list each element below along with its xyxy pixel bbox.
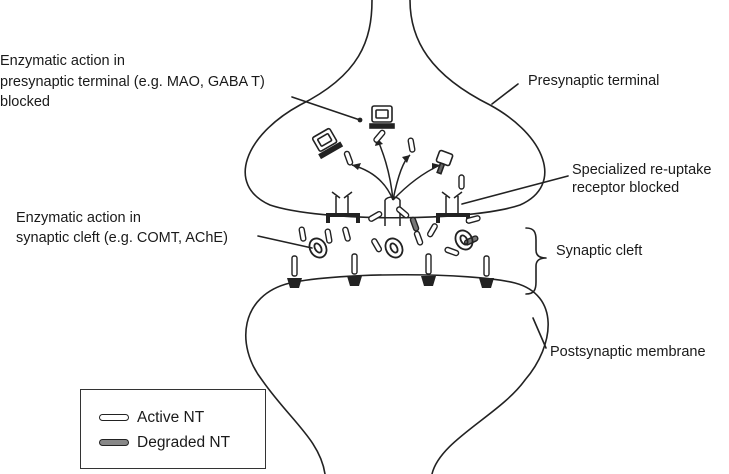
blocker-left: [326, 213, 360, 217]
label-reuptake-1: Specialized re-uptake: [572, 162, 712, 178]
label-presyn-enzyme-1: Enzymatic action in: [0, 53, 125, 69]
label-synaptic-cleft: Synaptic cleft: [556, 243, 643, 259]
legend-row-active: Active NT: [99, 409, 204, 426]
label-reuptake-2: receptor blocked: [572, 180, 680, 196]
synaptic-cleft-bracket: [525, 227, 547, 295]
cleft-enzyme-2: [384, 237, 404, 259]
postsynaptic-receptors: [287, 253, 494, 288]
label-cleft-enzyme-2: synaptic cleft (e.g. COMT, AChE): [16, 230, 228, 246]
enzyme-blocked-top: [369, 105, 395, 129]
leader-presyn-terminal: [491, 83, 519, 105]
leader-postsyn: [532, 317, 547, 349]
reuptake-channel-left: [331, 191, 353, 214]
cleft-enzyme-3: [454, 229, 474, 251]
cleft-enzyme-1: [308, 237, 328, 259]
legend-active-label: Active NT: [137, 409, 205, 426]
active-nt-swatch: [99, 414, 129, 421]
label-postsynaptic-membrane: Postsynaptic membrane: [550, 344, 706, 360]
label-presynaptic-terminal: Presynaptic terminal: [528, 73, 660, 89]
degraded-nt-swatch: [99, 439, 129, 446]
legend: Active NT Degraded NT: [80, 389, 266, 469]
label-presyn-enzyme-3: blocked: [0, 94, 50, 110]
label-presyn-enzyme-2: presynaptic terminal (e.g. MAO, GABA T): [0, 74, 265, 90]
legend-row-degraded: Degraded NT: [99, 434, 230, 451]
postsynaptic-membrane-outline: [244, 273, 549, 474]
enzyme-left: [311, 127, 344, 160]
presynaptic-terminal-outline: [244, 0, 546, 219]
leader-cleft-enzyme: [257, 235, 313, 249]
leader-reuptake: [461, 175, 569, 205]
legend-degraded-label: Degraded NT: [137, 434, 231, 451]
label-cleft-enzyme-1: Enzymatic action in: [16, 210, 141, 226]
reuptake-channel-right: [441, 191, 463, 214]
blocker-right: [436, 213, 470, 217]
enzyme-right: [435, 149, 454, 175]
leader-presyn-enzyme: [291, 96, 361, 121]
leader-dot: [357, 117, 363, 123]
